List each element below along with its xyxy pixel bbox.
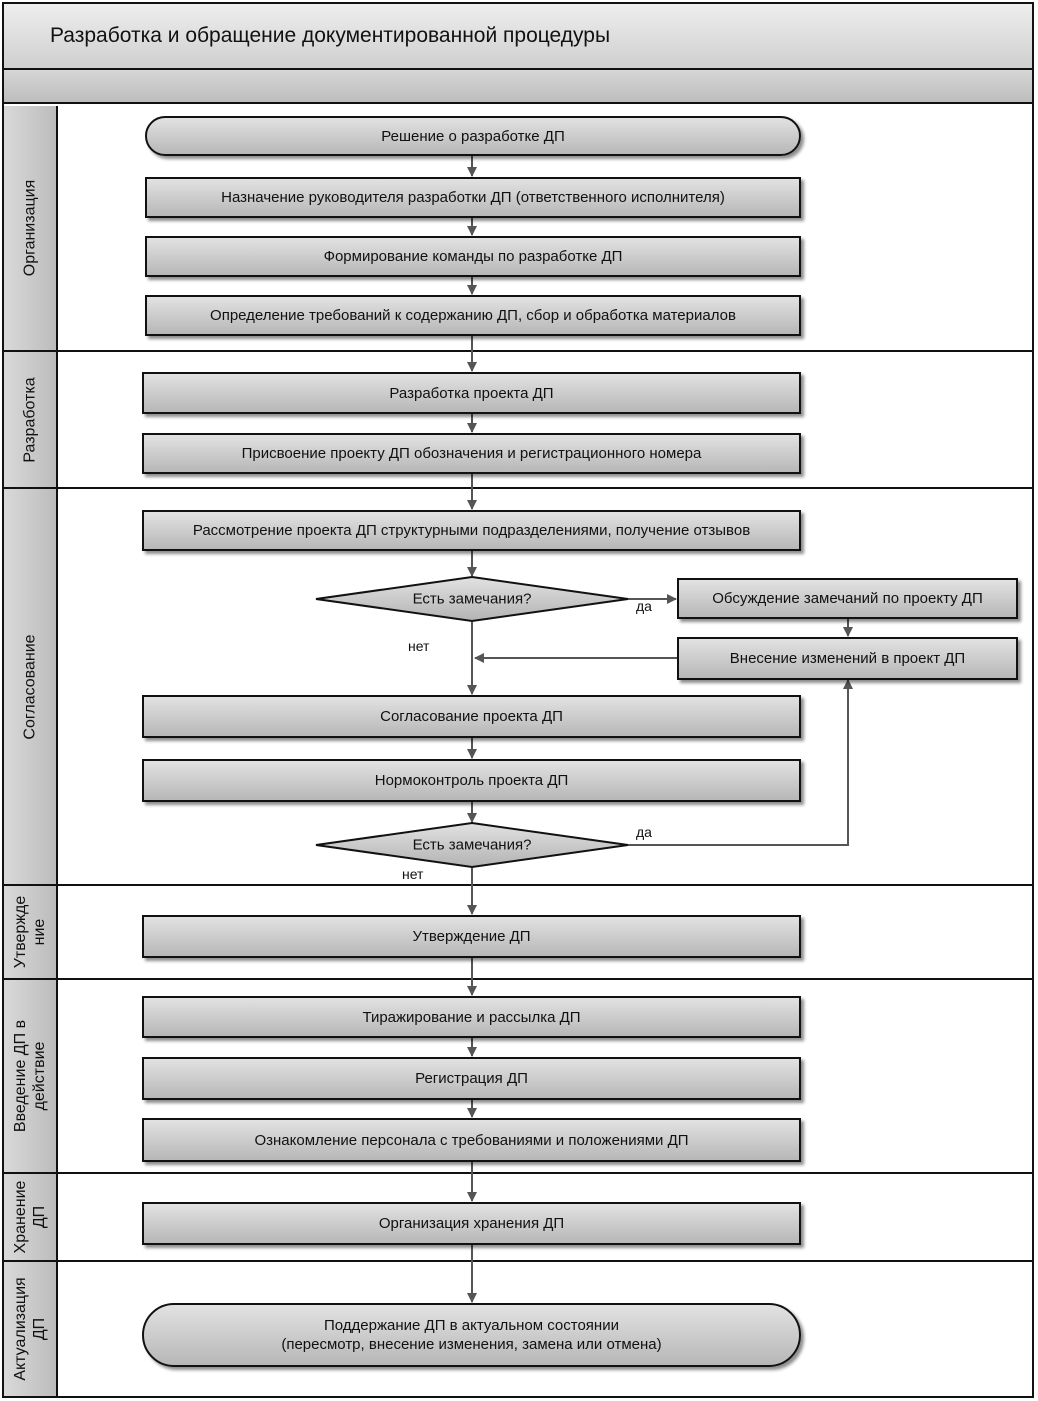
lane-separator [4,1260,1032,1262]
lane-actualization: Актуализация ДП [4,1262,58,1396]
step-familiarize: Ознакомление персонала с требованиями и … [142,1118,801,1162]
lane-implementation: Введение ДП в действие [4,980,58,1172]
decision-2-no-label: нет [402,866,424,882]
step-apply-changes: Внесение изменений в проект ДП [677,637,1018,680]
decision-1-label: Есть замечания? [412,590,532,608]
diagram-header: Разработка и обращение документированной… [4,4,1032,70]
step-register: Регистрация ДП [142,1057,801,1100]
step-review-draft: Рассмотрение проекта ДП структурными под… [142,510,801,551]
lane-organization: Организация [4,106,58,350]
step-define-requirements: Определение требований к содержанию ДП, … [145,295,801,336]
step-assign-number: Присвоение проекту ДП обозначения и реги… [142,433,801,474]
decision-diamond-1 [315,575,629,623]
step-agree-draft: Согласование проекта ДП [142,695,801,738]
lane-development: Разработка [4,352,58,487]
decision-2-yes-label: да [636,824,652,840]
step-norm-control: Нормоконтроль проекта ДП [142,759,801,802]
step-storage: Организация хранения ДП [142,1202,801,1245]
step-develop-draft: Разработка проекта ДП [142,372,801,414]
lane-approval: Согласование [4,489,58,884]
lane-separator [4,978,1032,980]
arrow-d2-s9 [628,679,853,846]
decision-1-yes-label: да [636,598,652,614]
step-keep-actual: Поддержание ДП в актуальном состоянии (п… [142,1303,801,1367]
decision-diamond-2 [315,821,629,869]
lane-confirmation: Утвержде ние [4,886,58,978]
lane-storage: Хранение ДП [4,1174,58,1260]
step-start-decision: Решение о разработке ДП [145,116,801,156]
lane-separator [4,350,1032,352]
step-replicate: Тиражирование и рассылка ДП [142,996,801,1038]
lane-separator [4,1172,1032,1174]
header-strip [4,70,1032,104]
step-form-team: Формирование команды по разработке ДП [145,236,801,277]
step-approve: Утверждение ДП [142,915,801,958]
step-assign-lead: Назначение руководителя разработки ДП (о… [145,177,801,218]
step-discuss-remarks: Обсуждение замечаний по проекту ДП [677,578,1018,619]
lane-separator [4,487,1032,489]
lane-separator [4,884,1032,886]
decision-1-no-label: нет [408,638,430,654]
diagram-title: Разработка и обращение документированной… [50,24,611,47]
decision-2-label: Есть замечания? [412,836,532,854]
